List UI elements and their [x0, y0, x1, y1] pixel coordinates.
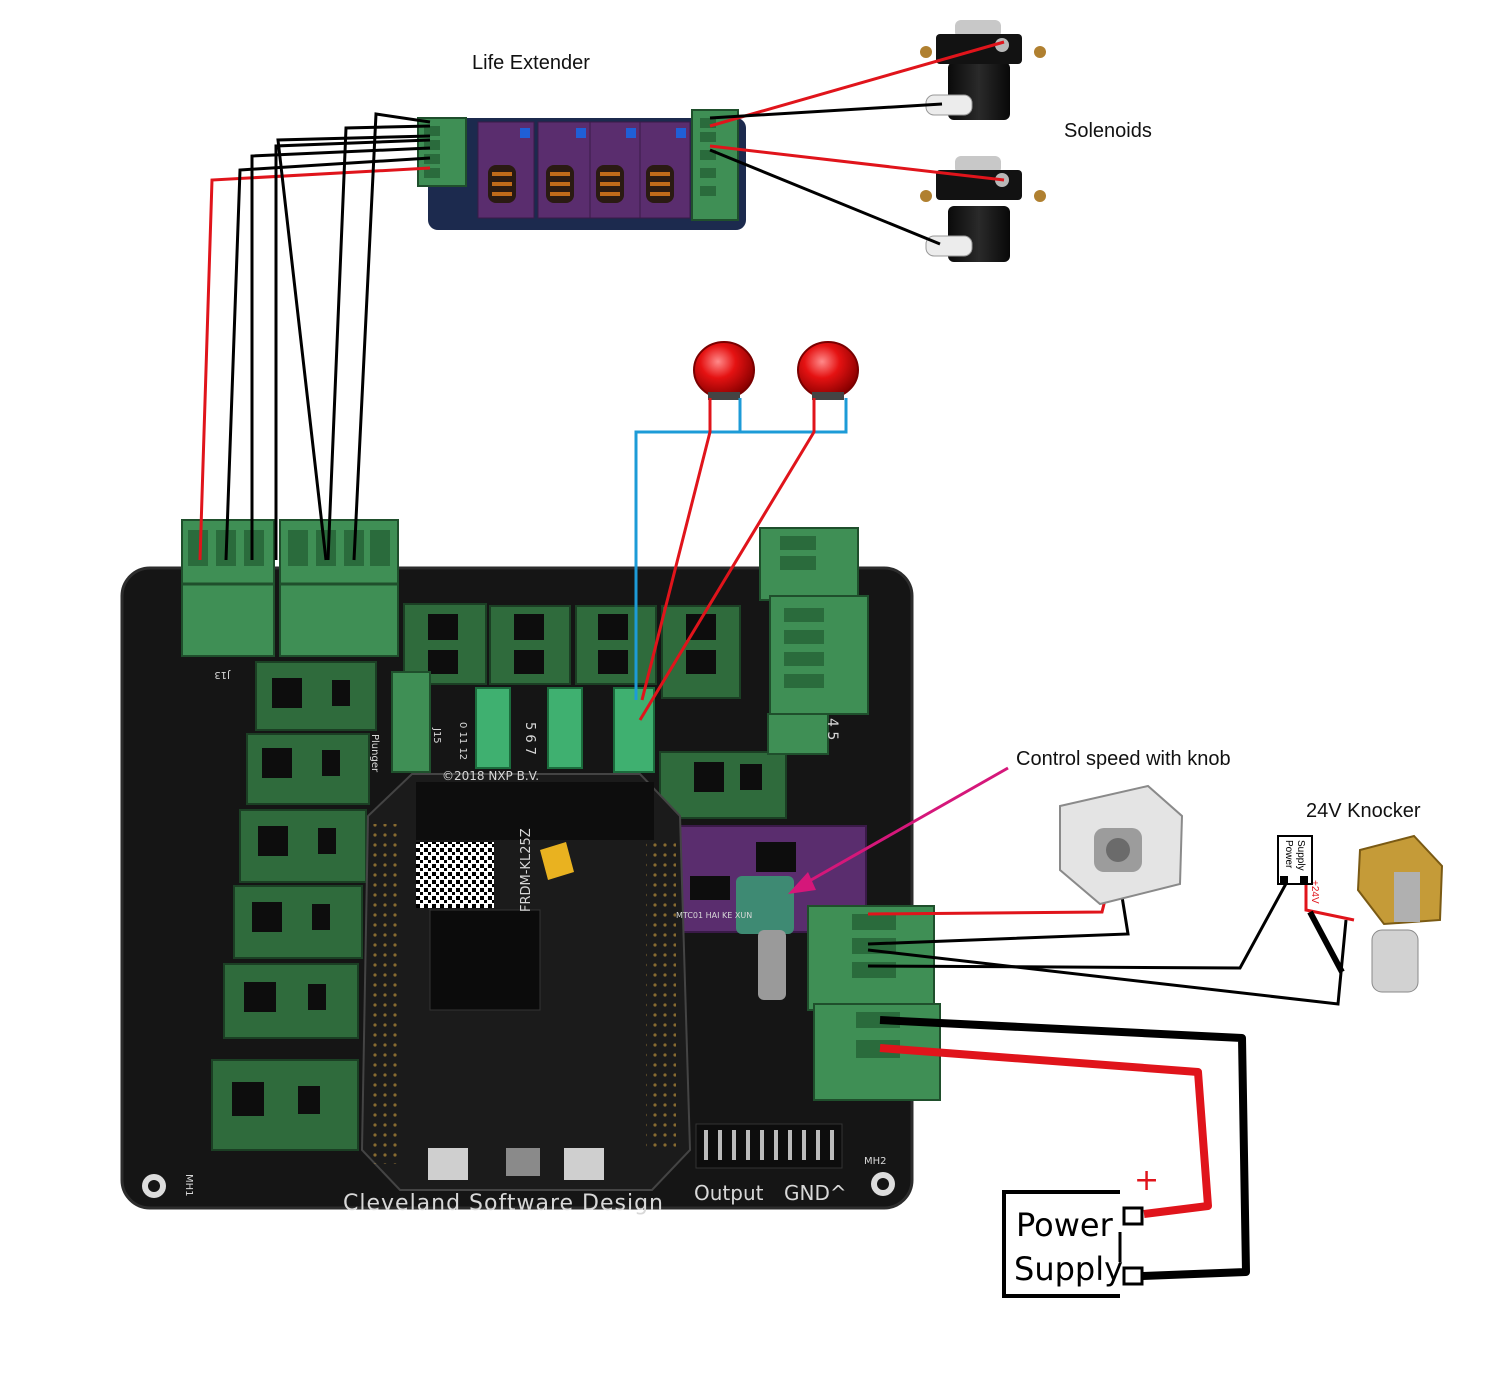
- qr-code: [416, 842, 494, 908]
- life-extender-board: [417, 109, 746, 230]
- terminal-block-j13-left: [181, 519, 275, 657]
- knocker-solenoid: [1356, 834, 1444, 993]
- label-knocker: 24V Knocker: [1306, 800, 1421, 822]
- nxp-logo-icon: [540, 842, 574, 880]
- terminal-block-right-upper: [759, 527, 869, 755]
- flipper-button-left[interactable]: [693, 341, 755, 400]
- flipper-button-right[interactable]: [797, 341, 859, 400]
- solenoid-bottom: [920, 156, 1046, 262]
- knocker-psu-plus: +24V: [1309, 880, 1320, 904]
- knob-body[interactable]: [736, 876, 794, 934]
- psu-minus-terminal: [1122, 1266, 1144, 1286]
- terminal-block-knocker: [807, 905, 935, 1011]
- output-header: [695, 1123, 843, 1169]
- wires-solenoids: [709, 40, 1005, 246]
- silk-mtc: MTC01 HAI KE XUN: [676, 911, 752, 920]
- silk-ports-4-5: 4 5: [824, 718, 840, 740]
- usb-port-left[interactable]: [428, 1148, 468, 1180]
- label-control-speed: Control speed with knob: [1016, 748, 1231, 770]
- label-solenoids: Solenoids: [1064, 120, 1152, 142]
- knocker-psu-line2: Supply: [1295, 840, 1306, 871]
- main-psu-line2: Supply: [1014, 1250, 1123, 1288]
- silk-mh1: MH1: [183, 1174, 194, 1197]
- driver-modules-top: [403, 603, 787, 819]
- silk-gnd: GND^: [784, 1181, 847, 1205]
- silk-brand: Cleveland Software Design: [343, 1191, 664, 1216]
- wires-power: [879, 1016, 1250, 1280]
- reset-button[interactable]: [506, 1148, 540, 1176]
- label-life-extender: Life Extender: [472, 52, 590, 74]
- main-psu-text: Power Supply +: [1014, 1163, 1159, 1288]
- knob-shaft[interactable]: [758, 930, 786, 1000]
- knob-pointer-arrow: [788, 766, 1009, 894]
- silk-output: Output: [694, 1181, 764, 1205]
- frdm-mcu-board: [360, 773, 692, 1191]
- silk-j13: J13: [214, 669, 231, 680]
- silk-mcu-name: FRDM-KL25Z: [519, 828, 534, 912]
- wires-life-extender: [198, 112, 431, 561]
- main-psu-line1: Power: [1016, 1206, 1114, 1244]
- wires-buttons: [634, 398, 848, 721]
- silk-copyright: ©2018 NXP B.V.: [442, 769, 539, 783]
- silk-mh2: MH2: [864, 1156, 887, 1167]
- wire-black-4: [276, 134, 431, 561]
- motor-assembly: [1059, 784, 1184, 906]
- pcb-silkscreen: Cleveland Software Design Output GND^ ©2…: [183, 669, 887, 1216]
- mcu-chip: [429, 909, 541, 1011]
- silk-col-0-11-12: 0 11 12: [457, 722, 468, 760]
- psu-plus-terminal: [1122, 1206, 1144, 1226]
- terminal-block-j13-right: [279, 519, 399, 657]
- main-psu-plus: +: [1134, 1163, 1159, 1198]
- knocker-psu-line1: Power: [1283, 840, 1294, 869]
- terminal-plunger: [391, 671, 431, 773]
- knocker-power-supply: [1277, 835, 1313, 885]
- usb-port-right[interactable]: [564, 1148, 604, 1180]
- wires-knocker: [867, 879, 1355, 1006]
- diode: [1307, 910, 1345, 974]
- driver-modules-left: [211, 661, 377, 1151]
- silk-j15: J15: [431, 727, 442, 744]
- silk-plunger: Plunger: [369, 734, 380, 773]
- knocker-psu-text: Power Supply +24V: [1283, 840, 1320, 904]
- silk-col-5-6-7: 5 6 7: [522, 722, 537, 755]
- main-power-supply: [1002, 1190, 1144, 1298]
